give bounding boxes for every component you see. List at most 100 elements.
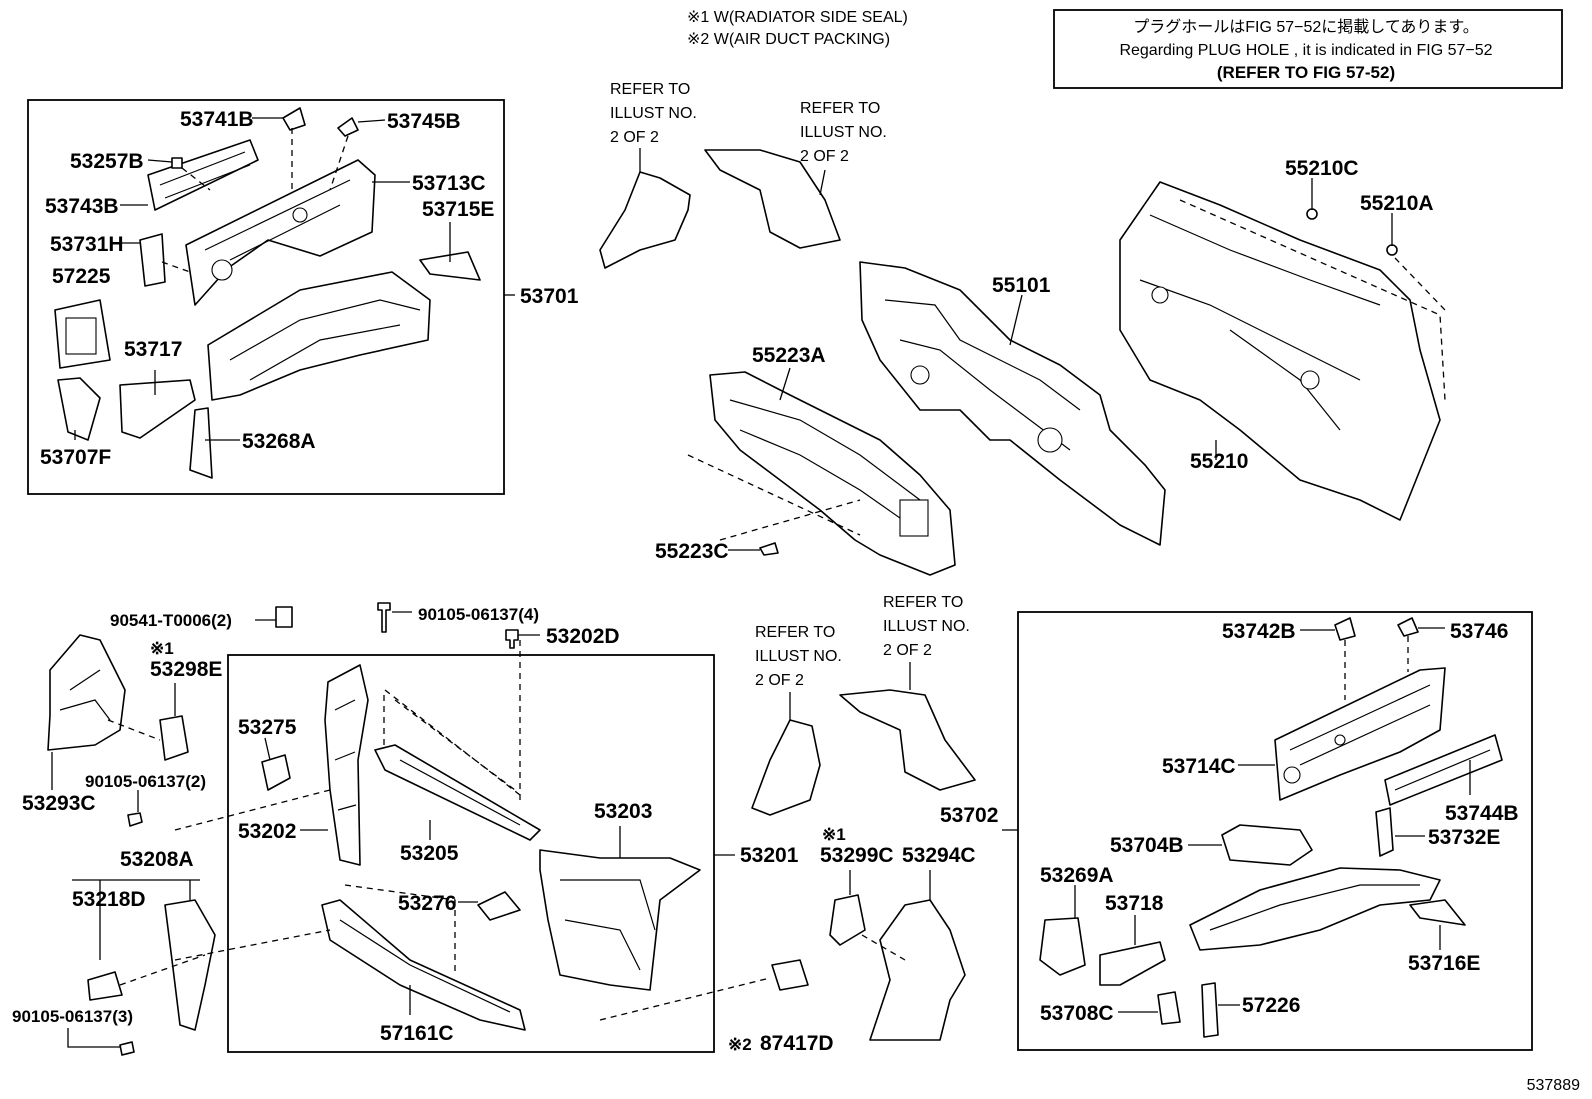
- apron-hole: [1283, 766, 1301, 784]
- apron-ribs: [204, 179, 351, 261]
- dashed-guides: [107, 719, 161, 741]
- apron-53714C-part: [1274, 667, 1446, 801]
- refer-line3: 2 OF 2: [755, 672, 804, 689]
- label-90105-06137-4: 90105-06137(4): [418, 605, 539, 624]
- apron-hole: [292, 207, 308, 223]
- dashed-guides: [383, 640, 521, 800]
- label-53707F: 53707F: [40, 446, 111, 469]
- bracket-53731H-part: [139, 233, 166, 287]
- leader: [264, 737, 271, 761]
- label-53713C: 53713C: [412, 172, 486, 195]
- info-box-line2: Regarding PLUG HOLE , it is indicated in…: [1119, 42, 1492, 59]
- label-53743B: 53743B: [45, 195, 119, 218]
- label-53704B: 53704B: [1110, 834, 1184, 857]
- bracket-53708C-part: [1157, 991, 1181, 1025]
- label-53741B: 53741B: [180, 108, 254, 131]
- panel-57225-opening: [65, 317, 97, 355]
- label-55101: 55101: [992, 274, 1051, 297]
- leader: [147, 159, 173, 163]
- label-87417D: 87417D: [760, 1032, 834, 1055]
- bracket-53707F-part: [57, 377, 101, 441]
- bracket-53732E-part: [1375, 807, 1394, 857]
- bracket-53718-part: [1099, 941, 1166, 986]
- refer-line3: 2 OF 2: [800, 148, 849, 165]
- bracket-53268A-part: [189, 407, 213, 479]
- label-53257B: 53257B: [70, 150, 144, 173]
- group-box-53201: [227, 654, 715, 1053]
- label-55223C: 55223C: [655, 540, 729, 563]
- crossmember-53205-part: [374, 744, 541, 841]
- info-box-line1: プラグホールはFIG 57−52に掲載してあります。: [1133, 18, 1479, 36]
- clip-55210A-part: [1386, 244, 1398, 256]
- label-53298E: 53298E: [150, 658, 222, 681]
- bracket-53276-part: [477, 891, 521, 921]
- seal-shape-right-lower: [839, 689, 976, 791]
- bolt-90105-4-part: [377, 602, 391, 633]
- label-53268A: 53268A: [242, 430, 316, 453]
- label-53269A: 53269A: [1040, 864, 1114, 887]
- support-53202-part: [324, 664, 369, 866]
- crossmember-rib: [399, 759, 521, 826]
- info-box-line3: (REFER TO FIG 57-52): [1217, 63, 1395, 82]
- label-53294C: 53294C: [902, 844, 976, 867]
- figure-number: 537889: [1527, 1077, 1580, 1094]
- seal-53294C-part: [869, 899, 966, 1041]
- label-53702: 53702: [940, 804, 998, 827]
- dashed-guides: [174, 789, 456, 975]
- support-53203-contours: [560, 879, 656, 971]
- bracket-ribs: [159, 151, 251, 199]
- leader: [1300, 627, 1445, 631]
- insulator-hole: [910, 365, 930, 385]
- clip-55223C-part: [759, 542, 779, 556]
- bracket-53275-part: [261, 754, 291, 791]
- label-53202: 53202: [238, 820, 296, 843]
- refer-line3: 2 OF 2: [610, 129, 659, 146]
- group-box-53702: [1017, 611, 1533, 1051]
- refer-line2: ILLUST NO.: [883, 618, 970, 635]
- bracket-rib: [1394, 749, 1491, 791]
- label-53202D: 53202D: [546, 625, 620, 648]
- bracket-53208A-part: [164, 899, 216, 1031]
- info-box-frame: [1053, 9, 1563, 89]
- bracket-53716E-part: [1409, 899, 1466, 926]
- leader: [728, 178, 1393, 551]
- refer-line1: REFER TO: [755, 624, 835, 641]
- leader: [639, 148, 826, 196]
- clip-53741B-part: [282, 107, 306, 131]
- label-53205: 53205: [400, 842, 459, 865]
- label-57225: 57225: [52, 265, 111, 288]
- refer-line1: REFER TO: [883, 594, 963, 611]
- seal-53293C-part: [47, 634, 126, 751]
- clip-53742B-part: [1334, 617, 1356, 641]
- seal-shape-right: [704, 149, 841, 249]
- label-53745B: 53745B: [387, 110, 461, 133]
- label-53715E: 53715E: [422, 198, 494, 221]
- refer-line2: ILLUST NO.: [755, 648, 842, 665]
- label-53701: 53701: [520, 285, 579, 308]
- bracket-53717-part: [119, 379, 196, 439]
- note-radiator-side-seal: ※1 W(RADIATOR SIDE SEAL): [687, 9, 908, 26]
- mark-ref1-53299C: ※1: [822, 825, 846, 844]
- refer-line3: 2 OF 2: [883, 642, 932, 659]
- label-53276: 53276: [398, 892, 456, 915]
- refer-note-2: REFER TO ILLUST NO. 2 OF 2: [800, 100, 887, 165]
- apron-hole: [211, 259, 233, 281]
- support-53203-part: [539, 849, 701, 991]
- label-53708C: 53708C: [1040, 1002, 1114, 1025]
- group-box-53701: [27, 99, 505, 495]
- silencer-contours: [1139, 214, 1381, 431]
- dashed-guides: [1344, 636, 1409, 700]
- wheel-apron-part: [207, 271, 431, 401]
- label-53732E: 53732E: [1428, 826, 1500, 849]
- info-box: プラグホールはFIG 57−52に掲載してあります。 Regarding PLU…: [1053, 9, 1563, 89]
- bracket-57226-part: [1201, 982, 1219, 1038]
- bolt-90105-3-part: [119, 1041, 135, 1056]
- refer-note-1: REFER TO ILLUST NO. 2 OF 2: [610, 81, 697, 146]
- leader: [357, 119, 386, 123]
- seal-contours: [59, 669, 111, 721]
- silencer-hole: [1300, 370, 1320, 390]
- label-53201: 53201: [740, 844, 799, 867]
- mark-ref2-87417D: ※2: [728, 1035, 752, 1054]
- refer-note-4: REFER TO ILLUST NO. 2 OF 2: [883, 594, 970, 659]
